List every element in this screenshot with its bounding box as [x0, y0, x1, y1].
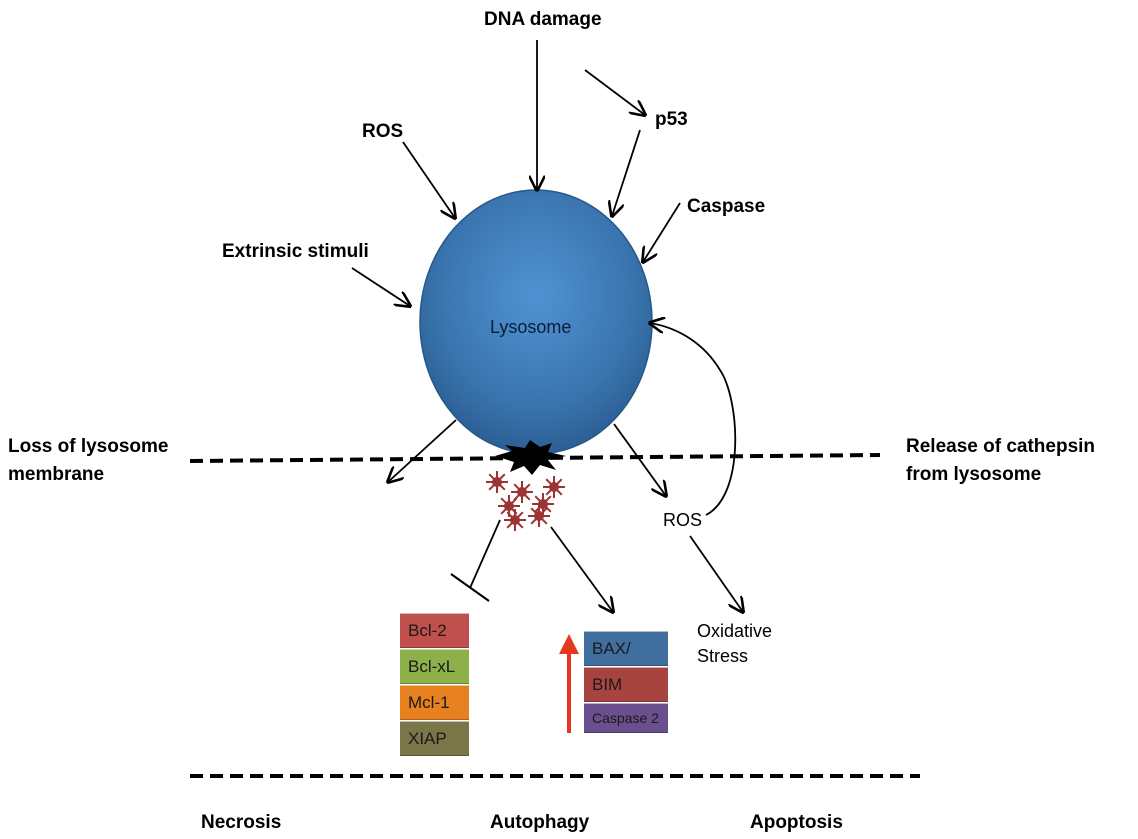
label-lysosome: Lysosome [490, 317, 572, 337]
cathepsin-particle [511, 481, 533, 503]
anti-box-bclxl: Bcl-xL [400, 649, 469, 684]
label-ros-top: ROS [362, 121, 404, 142]
pro-box-label: Caspase 2 [592, 710, 659, 726]
arrow-ros-feedback [650, 323, 737, 516]
label-dna-damage: DNA damage [484, 9, 602, 30]
inhibit-line [469, 519, 501, 589]
pro-box-caspase2: Caspase 2 [584, 703, 668, 733]
label-oxidative-line2: Stress [697, 646, 749, 666]
arrow-extrinsic-lysosome [351, 267, 410, 306]
arrow-dna-p53 [584, 69, 645, 115]
cathepsin-particle [486, 471, 508, 493]
cathepsin-particle [543, 476, 565, 498]
cathepsin-particle [528, 505, 550, 527]
label-apoptosis: Apoptosis [750, 812, 843, 833]
label-loss-line1: Loss of lysosome [8, 436, 169, 457]
rupture-burst [495, 440, 566, 475]
arrow-caspase-lysosome [643, 202, 681, 262]
label-ros-lower: ROS [663, 510, 703, 530]
anti-box-mcl1: Mcl-1 [400, 685, 469, 720]
arrow-lysosome-ros [613, 423, 666, 496]
label-p53: p53 [655, 109, 688, 130]
pro-box-bax: BAX/ [584, 631, 668, 666]
arrow-ros-oxidative [689, 535, 743, 612]
pro-box-label: BIM [592, 674, 623, 694]
anti-box-bcl2: Bcl-2 [400, 613, 469, 648]
label-necrosis: Necrosis [201, 812, 282, 833]
label-loss-line2: membrane [8, 464, 105, 485]
pro-box-label: BAX/ [592, 638, 631, 658]
anti-box-xiap: XIAP [400, 721, 469, 756]
pro-box-bim: BIM [584, 667, 668, 702]
cathepsin-cluster [486, 471, 565, 531]
label-caspase: Caspase [687, 196, 766, 217]
label-extrinsic-stimuli: Extrinsic stimuli [222, 241, 369, 262]
anti-box-label: Mcl-1 [408, 692, 450, 712]
arrow-p53-lysosome [612, 129, 641, 216]
cathepsin-particle [504, 509, 526, 531]
anti-box-label: XIAP [408, 728, 447, 748]
label-release-line1: Release of cathepsin [906, 436, 1096, 457]
arrow-ros-lysosome [402, 141, 455, 218]
inhibit-bar [450, 573, 490, 602]
label-autophagy: Autophagy [490, 812, 590, 833]
arrow-loss-membrane [388, 419, 457, 482]
anti-box-label: Bcl-2 [408, 620, 447, 640]
arrow-cathepsin-pro-apoptotic [550, 526, 613, 612]
anti-box-label: Bcl-xL [408, 656, 456, 676]
label-oxidative-line1: Oxidative [697, 621, 773, 641]
label-release-line2: from lysosome [906, 464, 1042, 485]
